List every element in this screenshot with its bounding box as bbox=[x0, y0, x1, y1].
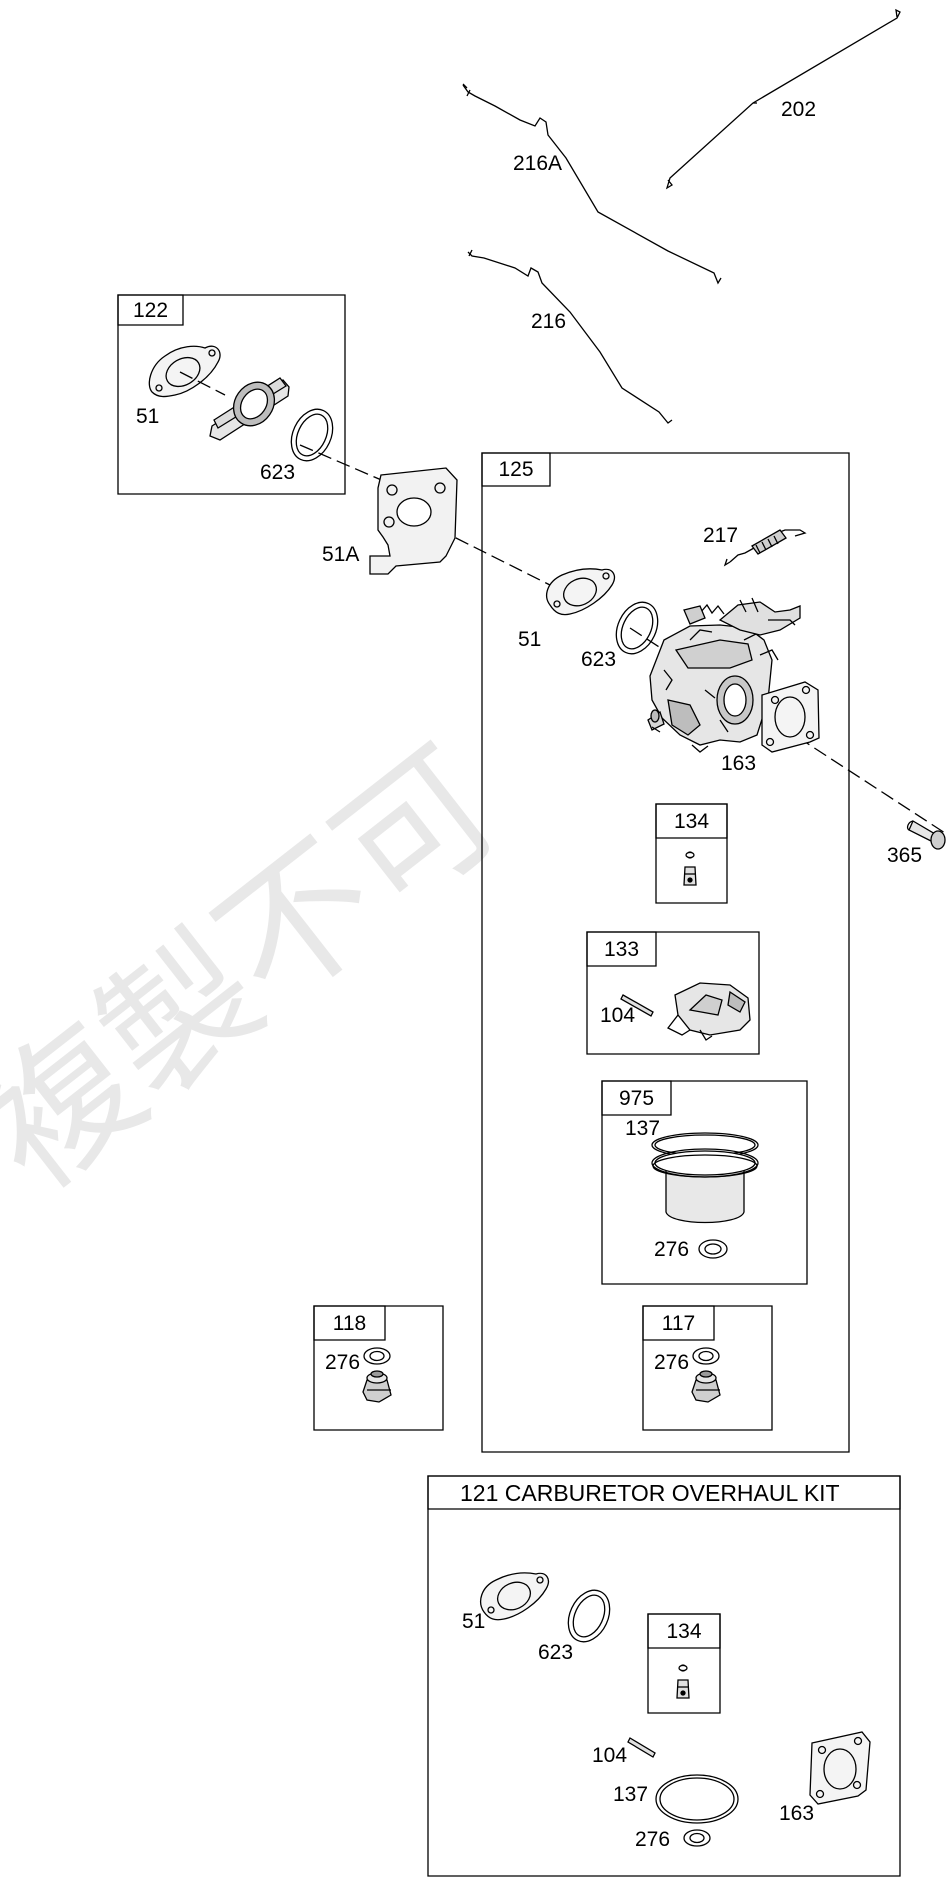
gasket-51-main bbox=[547, 569, 615, 615]
box-label-134-kit: 134 bbox=[666, 1619, 702, 1643]
callout-104-in-133: 104 bbox=[600, 1004, 636, 1027]
box-label-133: 133 bbox=[603, 937, 640, 961]
callout-276-in-117: 276 bbox=[654, 1351, 690, 1374]
kit-121-frame bbox=[428, 1476, 900, 1876]
box-label-117: 117 bbox=[661, 1311, 696, 1335]
bowl-nut-in-118 bbox=[363, 1371, 391, 1402]
choke-link-216 bbox=[468, 252, 672, 423]
callout-51-kit: 51 bbox=[462, 1610, 486, 1633]
callout-623-main: 623 bbox=[581, 648, 617, 671]
callout-51-main: 51 bbox=[518, 628, 542, 651]
callout-276-in-118: 276 bbox=[325, 1351, 361, 1374]
callout-104-kit: 104 bbox=[592, 1744, 628, 1767]
callout-137-in-975: 137 bbox=[625, 1117, 661, 1140]
gasket-163-main bbox=[762, 682, 819, 752]
gasket-51-kit bbox=[481, 1573, 549, 1620]
callout-51A: 51A bbox=[322, 543, 360, 566]
washer-276-in-118 bbox=[364, 1348, 390, 1364]
callout-51-group: 51 bbox=[136, 405, 160, 428]
callout-163-kit: 163 bbox=[779, 1802, 815, 1825]
callout-623-group: 623 bbox=[260, 461, 296, 484]
box-125-frame bbox=[482, 453, 849, 1452]
o-ring-623-kit bbox=[560, 1584, 617, 1649]
callout-137-kit: 137 bbox=[613, 1783, 649, 1806]
o-ring-623-main bbox=[608, 595, 665, 660]
watermark: 複製不可 bbox=[0, 717, 530, 1224]
callout-365: 365 bbox=[887, 844, 923, 867]
throttle-link-216A bbox=[463, 85, 721, 283]
callout-276-kit: 276 bbox=[635, 1828, 671, 1851]
callout-217: 217 bbox=[703, 524, 739, 547]
box-label-118: 118 bbox=[332, 1311, 367, 1335]
float-pin-104-in-133 bbox=[621, 995, 653, 1016]
o-ring-623-in-122 bbox=[283, 402, 340, 467]
box-label-122: 122 bbox=[132, 298, 169, 322]
watermark-text: 複製不可 bbox=[0, 717, 530, 1224]
washer-276-in-975 bbox=[699, 1240, 727, 1258]
needle-valve-134 bbox=[684, 852, 696, 885]
gasket-51-in-122 bbox=[149, 346, 220, 396]
box-975-frame bbox=[602, 1081, 807, 1284]
float-pin-104-kit bbox=[628, 1738, 655, 1757]
carburetor-body bbox=[648, 598, 800, 752]
washer-276-kit bbox=[684, 1830, 710, 1846]
callout-276-in-975: 276 bbox=[654, 1238, 690, 1261]
box-133-frame bbox=[587, 932, 759, 1054]
float-133 bbox=[668, 983, 750, 1040]
float-bowl-137 bbox=[652, 1133, 758, 1223]
bowl-gasket-137-kit bbox=[656, 1775, 738, 1823]
box-label-134: 134 bbox=[673, 809, 710, 833]
kit-title: 121 CARBURETOR OVERHAUL KIT bbox=[460, 1480, 840, 1506]
box-label-975: 975 bbox=[618, 1086, 655, 1110]
callout-623-kit: 623 bbox=[538, 1641, 574, 1664]
needle-valve-134-kit bbox=[677, 1665, 689, 1698]
callout-163-main: 163 bbox=[721, 752, 757, 775]
washer-276-in-117 bbox=[693, 1348, 719, 1364]
box-122-frame bbox=[118, 295, 345, 494]
bowl-nut-in-117 bbox=[692, 1371, 720, 1402]
callout-202: 202 bbox=[781, 98, 817, 121]
callout-216A: 216A bbox=[513, 152, 563, 175]
callout-216: 216 bbox=[531, 310, 567, 333]
box-label-125: 125 bbox=[498, 458, 534, 481]
